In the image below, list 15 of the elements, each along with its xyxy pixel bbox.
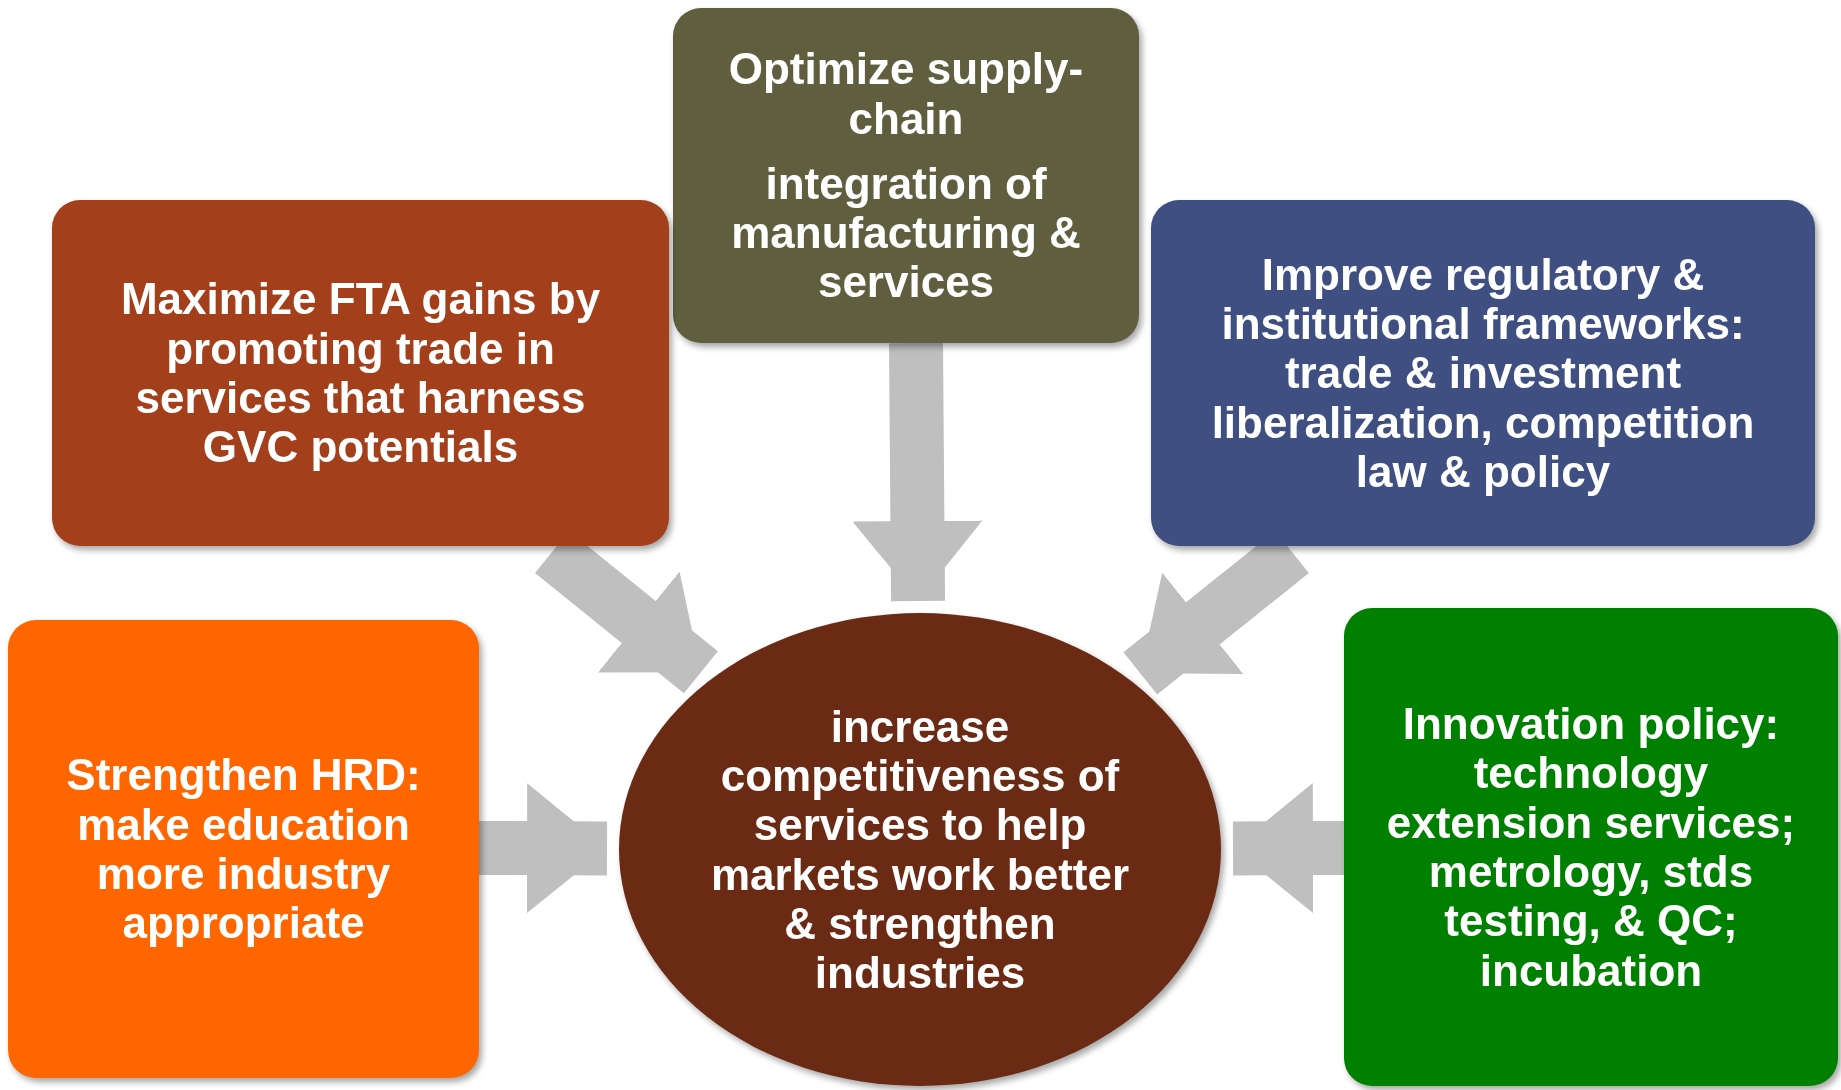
goal-text: Strengthen HRD: make education more industry appropriate — [65, 750, 422, 948]
goal-text: Optimize supply-chain — [727, 44, 1085, 143]
goal-text: Improve regulatory & institutional frameworks: trade & investment liberalization, competition law & policy — [1210, 249, 1756, 497]
goal-box — [673, 8, 1139, 343]
goal-text: integration of manufacturing & services — [730, 158, 1082, 307]
goal-box — [1151, 200, 1815, 546]
goal-box — [8, 620, 479, 1078]
goal-text: Innovation policy: technology extension services; metrology, stds testing, & QC; incubation — [1385, 699, 1797, 995]
block-arrow — [478, 783, 608, 914]
goal-text: Maximize FTA gains by promoting trade in services that harness GVC potentials — [119, 274, 602, 472]
goal-box — [52, 200, 669, 546]
goal-text: increase competitiveness of services to help markets work better & strengthen industries — [709, 701, 1131, 998]
block-arrow — [1232, 783, 1345, 914]
goal-box — [1344, 608, 1838, 1086]
block-arrow — [852, 342, 983, 602]
